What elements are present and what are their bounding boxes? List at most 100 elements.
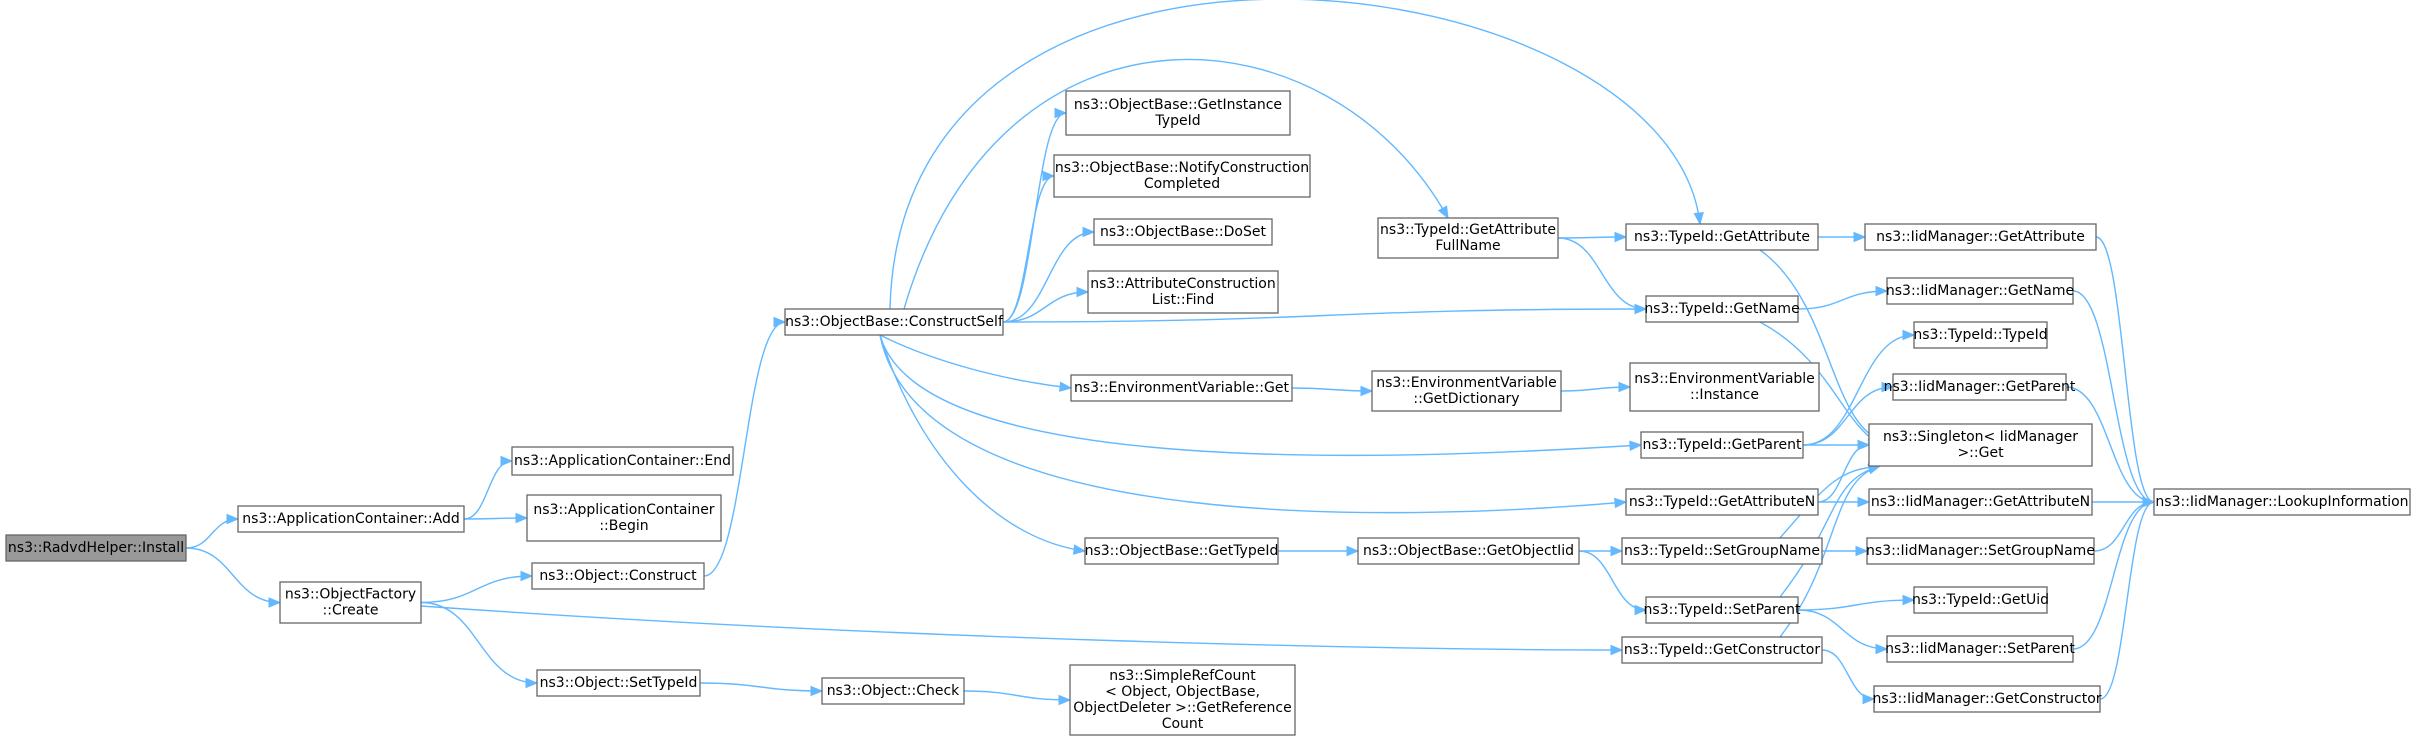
node-box[interactable]	[1621, 636, 1823, 664]
edge-n35-n37	[2072, 501, 2155, 650]
edge-n22-n29	[1802, 334, 1915, 446]
node-box[interactable]	[1886, 635, 2074, 663]
node-n18[interactable]: ns3::EnvironmentVariable::Instance	[1629, 362, 1820, 412]
node-n6[interactable]: ns3::Object::SetTypeId	[536, 669, 701, 697]
node-n4[interactable]: ns3::ObjectFactory::Create	[279, 581, 422, 624]
node-box[interactable]	[1886, 277, 2074, 305]
node-n30[interactable]: ns3::IidManager::GetParent	[1884, 373, 2076, 401]
node-n9[interactable]: ns3::ObjectBase::ConstructSelf	[784, 308, 1004, 336]
edge-n25-n35	[1797, 609, 1888, 650]
node-box[interactable]	[1093, 218, 1273, 246]
node-n31[interactable]: ns3::Singleton< IidManager>::Get	[1868, 423, 2093, 467]
node-n11[interactable]: ns3::ObjectBase::NotifyConstructionCompl…	[1053, 154, 1311, 198]
node-n29[interactable]: ns3::TypeId::TypeId	[1913, 321, 2048, 349]
node-n17[interactable]: ns3::EnvironmentVariable::GetDictionary	[1371, 370, 1562, 412]
node-box[interactable]	[1892, 373, 2067, 401]
node-label: ns3::IidManager::GetConstructor	[1872, 691, 2101, 707]
node-label: List::Find	[1152, 292, 1215, 308]
node-label: ns3::IidManager::GetAttributeN	[1871, 494, 2090, 510]
node-box[interactable]	[1625, 488, 1819, 516]
node-box[interactable]	[1629, 362, 1820, 412]
arrowhead-n1-n3	[515, 512, 529, 524]
arrowhead-n4-n6	[525, 677, 539, 689]
node-box[interactable]	[1913, 321, 2048, 349]
arrowhead-n7-n8	[1058, 694, 1072, 706]
node-box[interactable]	[1913, 586, 2048, 614]
node-n1[interactable]: ns3::ApplicationContainer::Add	[237, 505, 465, 533]
node-n5[interactable]: ns3::Object::Construct	[531, 562, 705, 590]
node-n19[interactable]: ns3::ObjectBase::GetObjectIid	[1357, 537, 1580, 565]
node-n3[interactable]: ns3::ApplicationContainer::Begin	[526, 494, 722, 542]
node-label: ns3::ObjectBase::ConstructSelf	[785, 314, 1004, 330]
arrowhead-n21-n28	[1875, 285, 1889, 297]
node-box[interactable]	[2153, 488, 2411, 516]
node-n32[interactable]: ns3::IidManager::GetAttributeN	[1868, 488, 2093, 516]
node-n21[interactable]: ns3::TypeId::GetName	[1644, 295, 1800, 323]
node-n37[interactable]: ns3::IidManager::LookupInformation	[2153, 488, 2411, 516]
node-n28[interactable]: ns3::IidManager::GetName	[1886, 277, 2074, 305]
node-n8[interactable]: ns3::SimpleRefCount< Object, ObjectBase,…	[1069, 664, 1296, 736]
node-box[interactable]	[511, 446, 734, 476]
node-box[interactable]	[536, 669, 701, 697]
node-n7[interactable]: ns3::Object::Check	[821, 677, 965, 705]
node-box[interactable]	[1868, 423, 2093, 467]
node-box[interactable]	[279, 581, 422, 624]
node-n26[interactable]: ns3::TypeId::GetConstructor	[1621, 636, 1823, 664]
node-n22[interactable]: ns3::TypeId::GetParent	[1640, 431, 1804, 459]
node-box[interactable]	[237, 505, 465, 533]
arrowhead-n6-n7	[810, 685, 824, 697]
node-box[interactable]	[784, 308, 1004, 336]
node-box[interactable]	[1357, 537, 1580, 565]
node-box[interactable]	[1645, 596, 1799, 624]
node-n34[interactable]: ns3::TypeId::GetUid	[1912, 586, 2049, 614]
edge-n20-n31	[1759, 249, 1881, 441]
node-n12[interactable]: ns3::ObjectBase::DoSet	[1093, 218, 1273, 246]
node-n15[interactable]: ns3::ObjectBase::GetTypeId	[1084, 537, 1279, 565]
node-n27[interactable]: ns3::IidManager::GetAttribute	[1864, 223, 2097, 251]
node-box[interactable]	[1873, 685, 2101, 713]
node-box[interactable]	[526, 494, 722, 542]
node-box[interactable]	[1640, 431, 1804, 459]
node-n14[interactable]: ns3::EnvironmentVariable::Get	[1070, 374, 1293, 402]
node-n25[interactable]: ns3::TypeId::SetParent	[1644, 596, 1801, 624]
arrowhead-n17-n18	[1618, 381, 1632, 393]
node-n0[interactable]: ns3::RadvdHelper::Install	[5, 534, 187, 562]
node-label: ns3::TypeId::GetParent	[1643, 437, 1802, 453]
node-n36[interactable]: ns3::IidManager::GetConstructor	[1872, 685, 2102, 713]
node-n24[interactable]: ns3::TypeId::SetGroupName	[1621, 537, 1823, 565]
node-box[interactable]	[1053, 154, 1311, 198]
node-n20[interactable]: ns3::TypeId::GetAttribute	[1625, 223, 1819, 251]
node-box[interactable]	[1864, 223, 2097, 251]
arrowhead-n5-n9	[773, 316, 787, 328]
arrowhead-n9-n10	[1054, 107, 1068, 119]
arrowhead-n1-n2	[500, 455, 514, 467]
node-n23[interactable]: ns3::TypeId::GetAttributeN	[1625, 488, 1819, 516]
node-box[interactable]	[5, 534, 187, 562]
node-box[interactable]	[1084, 537, 1279, 565]
node-label: ns3::ApplicationContainer::Add	[242, 511, 459, 527]
node-box[interactable]	[1621, 537, 1823, 565]
node-box[interactable]	[1868, 488, 2093, 516]
node-box[interactable]	[821, 677, 965, 705]
node-label: ns3::TypeId::GetAttribute	[1380, 222, 1556, 238]
arrowhead-n36-n37	[2142, 496, 2156, 508]
node-box[interactable]	[1069, 664, 1296, 736]
node-box[interactable]	[1087, 270, 1279, 314]
node-box[interactable]	[1065, 90, 1291, 136]
node-box[interactable]	[531, 562, 705, 590]
node-n35[interactable]: ns3::IidManager::SetParent	[1885, 635, 2075, 663]
node-n33[interactable]: ns3::IidManager::SetGroupName	[1866, 537, 2095, 565]
node-box[interactable]	[1371, 370, 1562, 412]
edge-n25-n31	[1779, 465, 1881, 598]
node-box[interactable]	[1645, 295, 1799, 323]
node-box[interactable]	[1377, 217, 1559, 259]
node-box[interactable]	[1070, 374, 1293, 402]
edge-n5-n9	[703, 321, 786, 577]
node-n2[interactable]: ns3::ApplicationContainer::End	[511, 446, 734, 476]
node-box[interactable]	[1625, 223, 1819, 251]
node-box[interactable]	[1866, 537, 2095, 565]
